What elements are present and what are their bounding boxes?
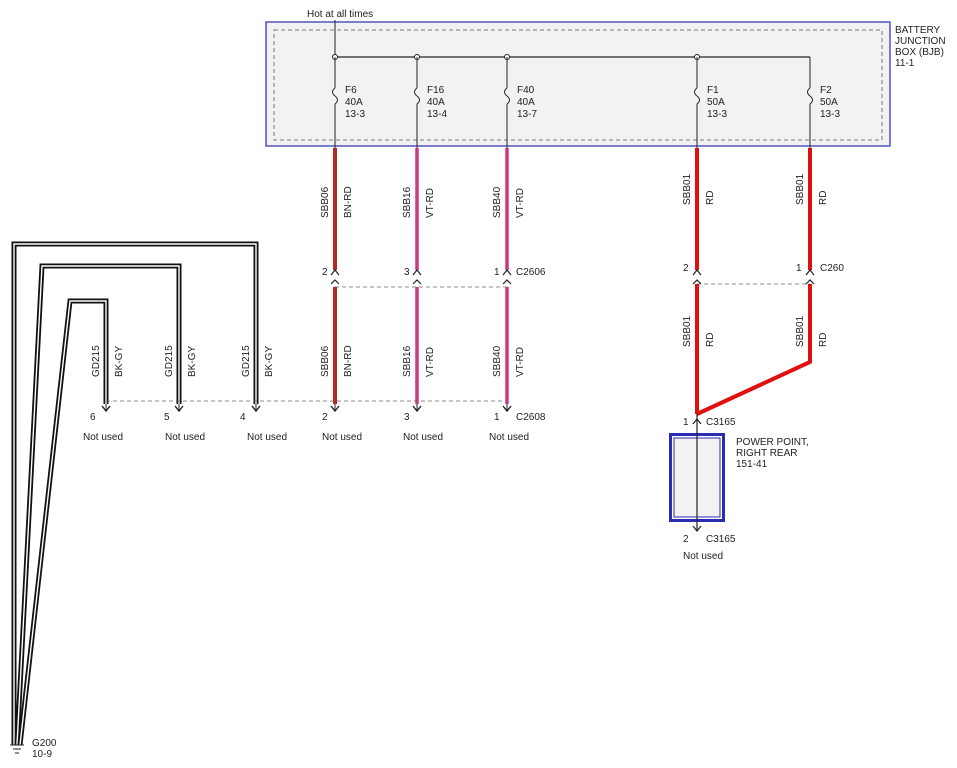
pin-marker-icon: [692, 418, 702, 425]
svg-text:13-7: 13-7: [517, 109, 537, 120]
not-used-label: Not used: [247, 432, 287, 443]
svg-text:13-3: 13-3: [345, 109, 365, 120]
svg-text:50A: 50A: [820, 97, 838, 108]
pin-number: 2: [683, 263, 689, 274]
not-used-label: Not used: [83, 432, 123, 443]
svg-text:F2: F2: [820, 85, 832, 96]
svg-text:40A: 40A: [427, 97, 445, 108]
bjb-label: BATTERY JUNCTION BOX (BJB) 11-1: [895, 25, 948, 69]
connector-label-c3165-bottom: C3165: [706, 534, 736, 545]
svg-text:F1: F1: [707, 85, 719, 96]
wire-circuit-label: SBB06: [320, 186, 331, 218]
power-point-component: [669, 414, 725, 532]
svg-text:40A: 40A: [345, 97, 363, 108]
pin-number: 2: [322, 267, 328, 278]
pin-markers-c2606: [330, 269, 815, 285]
connector-label-c3165-top: C3165: [706, 417, 736, 428]
svg-text:F6: F6: [345, 85, 357, 96]
fuse-symbol-icon: [332, 87, 338, 105]
not-used-label: Not used: [489, 432, 529, 443]
hot-label: Hot at all times: [307, 9, 373, 20]
not-used-label: Not used: [683, 551, 723, 562]
wire-color-label: RD: [818, 191, 829, 205]
wire-color-label: RD: [705, 191, 716, 205]
connector-label-c2606: C2606: [516, 267, 546, 278]
svg-text:40A: 40A: [517, 97, 535, 108]
fuse-f1: F1 50A 13-3: [694, 57, 727, 148]
bjb-box: [265, 21, 891, 147]
pin-number: 5: [164, 412, 170, 423]
wire-circuit-label: GD215: [164, 345, 175, 377]
ground-ref: 10-9: [32, 749, 52, 760]
wire-circuit-label: SBB01: [682, 315, 693, 347]
fuse-symbol-icon: [807, 87, 813, 105]
bjb-inner-dashed: [273, 29, 883, 141]
fuse-f16: F16 40A 13-4: [414, 57, 447, 148]
not-used-label: Not used: [165, 432, 205, 443]
pin-number: 1: [494, 412, 500, 423]
wire-color-label: BK-GY: [187, 346, 198, 377]
pin-number: 4: [240, 412, 246, 423]
wire-color-label: VT-RD: [425, 347, 436, 377]
wire-color-label: VT-RD: [425, 188, 436, 218]
wire-color-label: VT-RD: [515, 188, 526, 218]
svg-text:F16: F16: [427, 85, 445, 96]
wire-color-label: RD: [818, 333, 829, 347]
pin-number: 1: [494, 267, 500, 278]
wire-color-label: BK-GY: [264, 346, 275, 377]
pin-number: 1: [683, 417, 689, 428]
power-point-label: POWER POINT, RIGHT REAR 151-41: [736, 437, 812, 470]
pin-markers-c2608: [101, 405, 512, 413]
fuse-symbol-icon: [414, 87, 420, 105]
svg-text:F40: F40: [517, 85, 535, 96]
svg-text:13-3: 13-3: [707, 109, 727, 120]
ground-wires: [11, 241, 259, 746]
wire-circuit-label: SBB01: [682, 173, 693, 205]
svg-text:13-4: 13-4: [427, 109, 447, 120]
fuse-f40: F40 40A 13-7: [504, 57, 537, 148]
wire-circuit-label: SBB01: [795, 315, 806, 347]
ground-label: G200: [32, 738, 57, 749]
pin-number: 1: [796, 263, 802, 274]
wire-circuit-label: SBB06: [320, 345, 331, 377]
fuse-symbol-icon: [694, 87, 700, 105]
wire-circuit-label: SBB01: [795, 173, 806, 205]
pin-number: 2: [322, 412, 328, 423]
wire-color-label: BN-RD: [343, 186, 354, 218]
not-used-label: Not used: [322, 432, 362, 443]
pin-number: 3: [404, 267, 410, 278]
fuse-symbol-icon: [504, 87, 510, 105]
wire-color-label: RD: [705, 333, 716, 347]
pin-marker-icon: [692, 525, 702, 532]
fuse-f6: F6 40A 13-3: [332, 57, 365, 148]
pin-number: 6: [90, 412, 96, 423]
connector-label-c260: C260: [820, 263, 844, 274]
wire-color-label: BK-GY: [114, 346, 125, 377]
wire-circuit-label: SBB16: [402, 186, 413, 218]
wire-color-label: VT-RD: [515, 347, 526, 377]
wire-circuit-label: GD215: [91, 345, 102, 377]
connector-label-c2608: C2608: [516, 412, 546, 423]
pin-number: 3: [404, 412, 410, 423]
wire-circuit-label: GD215: [241, 345, 252, 377]
wire-sbb01-right-b: [696, 284, 812, 416]
wire-circuit-label: SBB16: [402, 345, 413, 377]
fuse-f2: F2 50A 13-3: [807, 57, 840, 148]
svg-text:13-3: 13-3: [820, 109, 840, 120]
wire-circuit-label: SBB40: [492, 345, 503, 377]
ground-icon: [10, 744, 24, 754]
pin-number: 2: [683, 534, 689, 545]
not-used-label: Not used: [403, 432, 443, 443]
svg-text:50A: 50A: [707, 97, 725, 108]
wire-color-label: BN-RD: [343, 345, 354, 377]
wire-circuit-label: SBB40: [492, 186, 503, 218]
pin-stubs-c2608: [105, 404, 508, 411]
